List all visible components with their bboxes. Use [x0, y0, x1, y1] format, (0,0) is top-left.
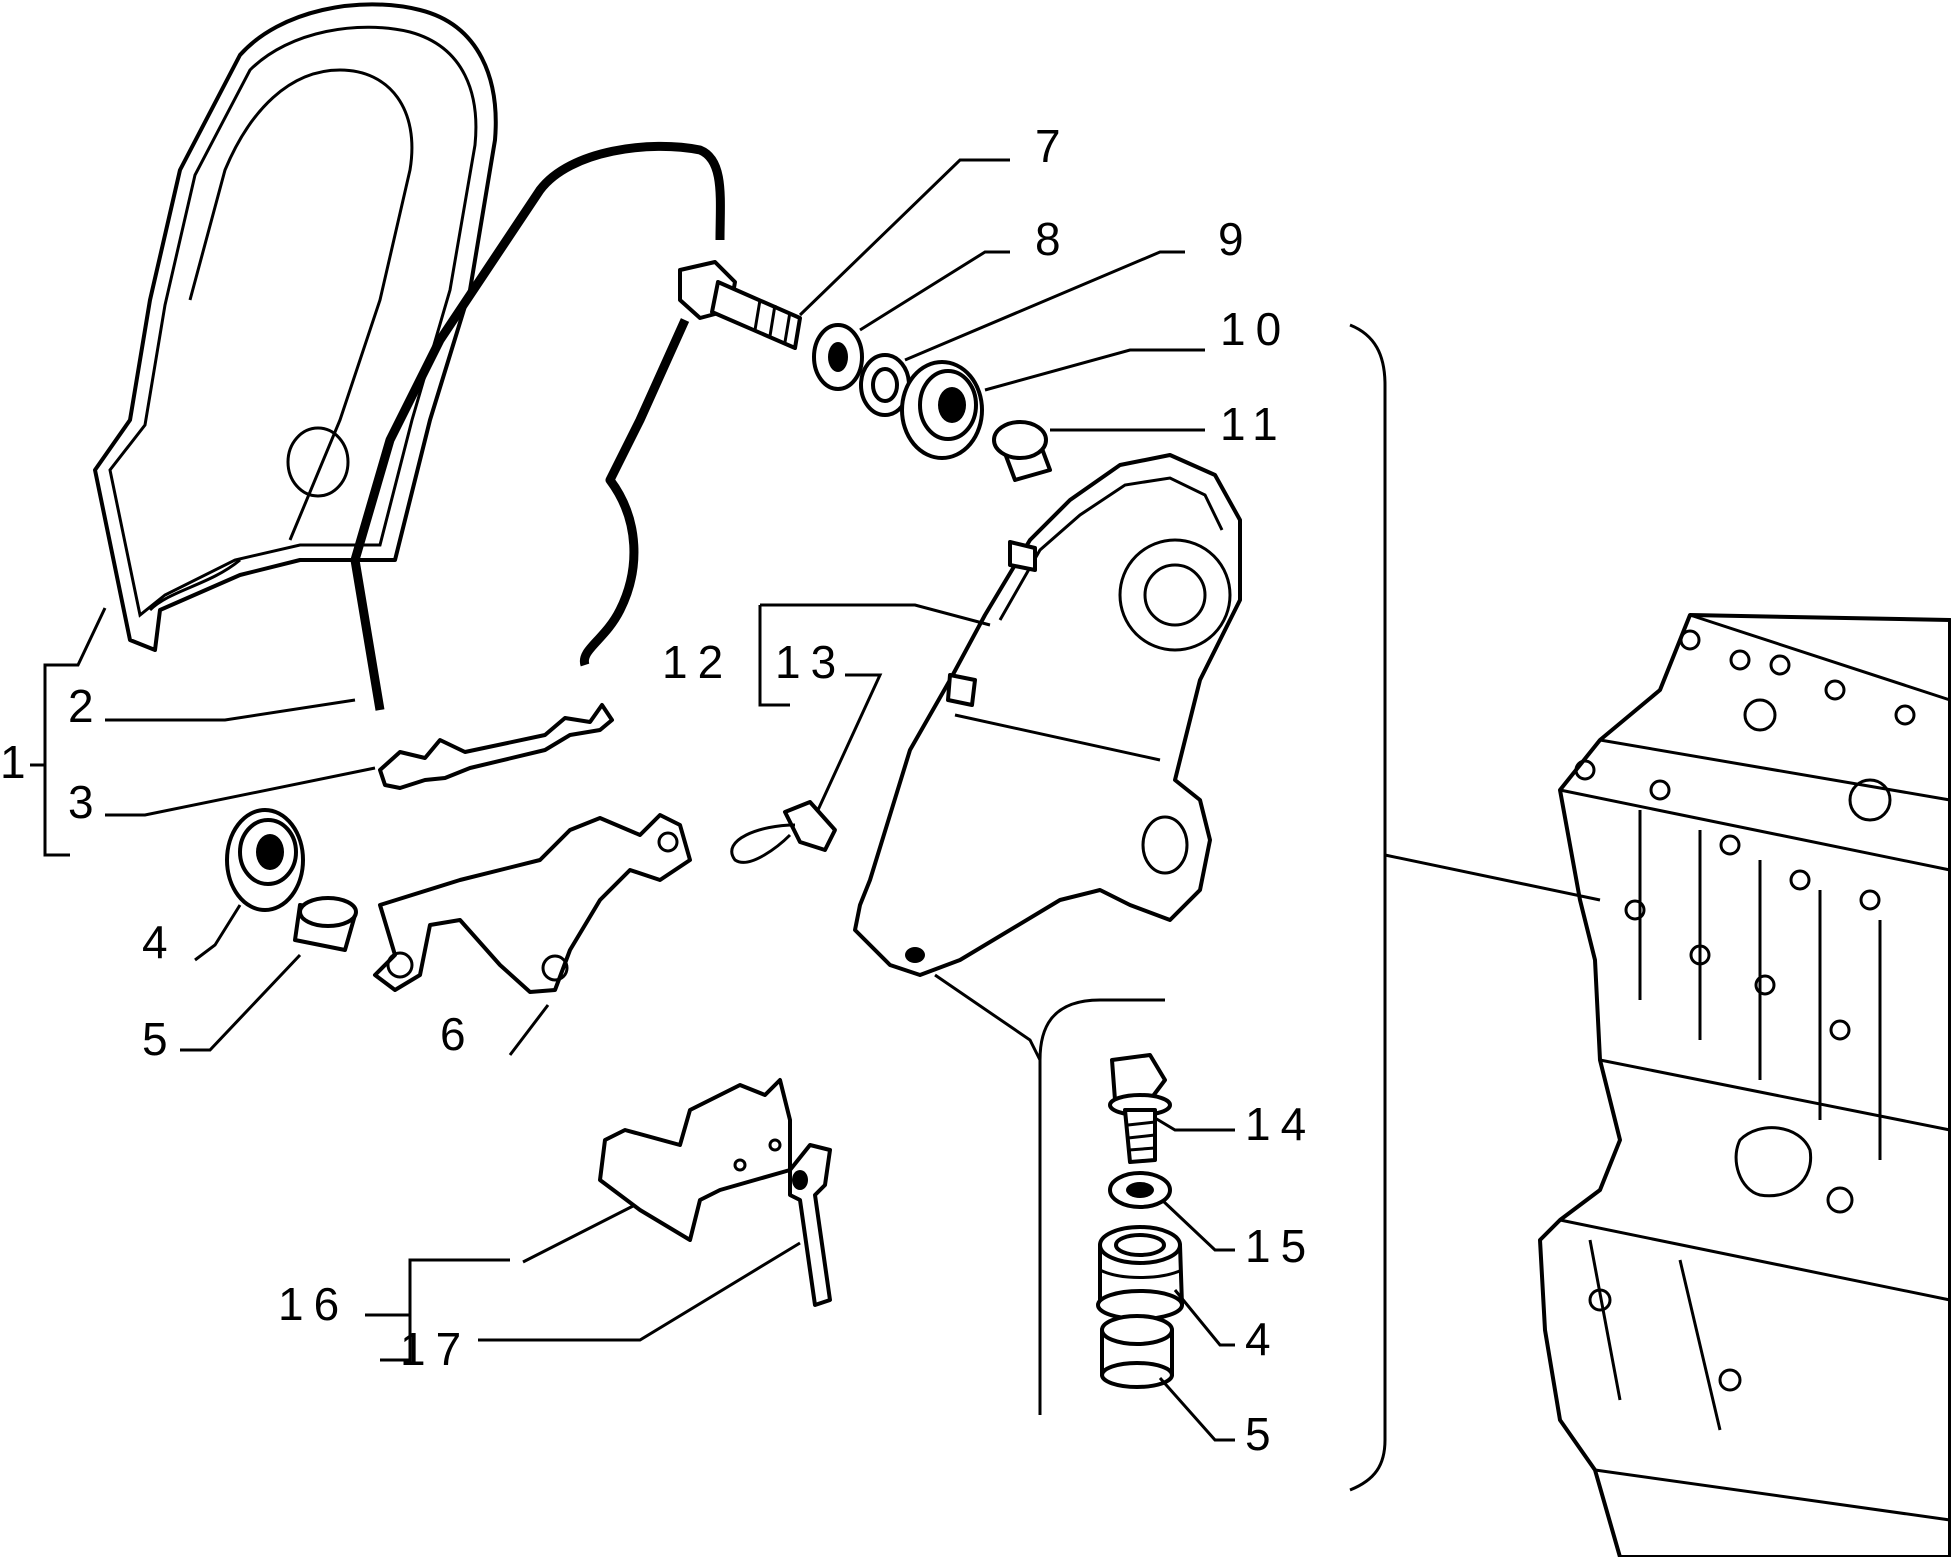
- callout-4: 4: [142, 916, 178, 968]
- washer-15: [1108, 1171, 1172, 1209]
- grommet-left: [225, 808, 305, 912]
- bolt-14: [1108, 1053, 1172, 1164]
- callout-3: 3: [68, 776, 104, 828]
- callout-10: 10: [1220, 303, 1291, 355]
- callout-13: 13: [775, 636, 846, 688]
- callout-5-detail: 5: [1245, 1408, 1281, 1460]
- callout-12: 12: [662, 636, 733, 688]
- callout-15: 15: [1245, 1220, 1316, 1272]
- leader-lines: [30, 158, 1235, 1442]
- callout-labels: 1 2 3 4 5 6 7 8 9 10 11 12 13 14 15 4 5 …: [0, 120, 1316, 1460]
- bush-detail: [1100, 1314, 1174, 1389]
- washer-8: [812, 323, 864, 391]
- lower-bracket: [598, 1078, 792, 1242]
- ring-9: [859, 353, 911, 417]
- grommet-detail: [1096, 1225, 1184, 1321]
- cover-bolt: [678, 260, 802, 350]
- callout-9: 9: [1218, 213, 1254, 265]
- callout-14: 14: [1245, 1098, 1316, 1150]
- bush-11: [992, 420, 1052, 482]
- engine-block: [1538, 613, 1951, 1559]
- lower-gasket-strip: [378, 703, 614, 790]
- callout-6: 6: [440, 1008, 476, 1060]
- assembly-bracket: [1349, 323, 1601, 1492]
- callout-16: 16: [278, 1278, 349, 1330]
- upper-timing-cover: [93, 2, 498, 652]
- callout-5: 5: [142, 1013, 178, 1065]
- callout-1: 1: [0, 736, 36, 788]
- callout-11: 11: [1220, 398, 1288, 450]
- pin-17: [788, 1143, 832, 1307]
- detail-balloon: [934, 973, 1165, 1415]
- callout-2: 2: [68, 680, 104, 732]
- callout-17: 17: [400, 1323, 471, 1375]
- bush-left: [293, 896, 358, 952]
- clip-13: [730, 800, 837, 864]
- grommet-10: [900, 360, 984, 460]
- cover-gasket: [350, 141, 725, 711]
- callout-4-detail: 4: [1245, 1313, 1281, 1365]
- callout-7: 7: [1035, 120, 1071, 172]
- callout-8: 8: [1035, 213, 1071, 265]
- cover-bracket: [373, 813, 692, 994]
- lower-timing-cover: [853, 453, 1242, 977]
